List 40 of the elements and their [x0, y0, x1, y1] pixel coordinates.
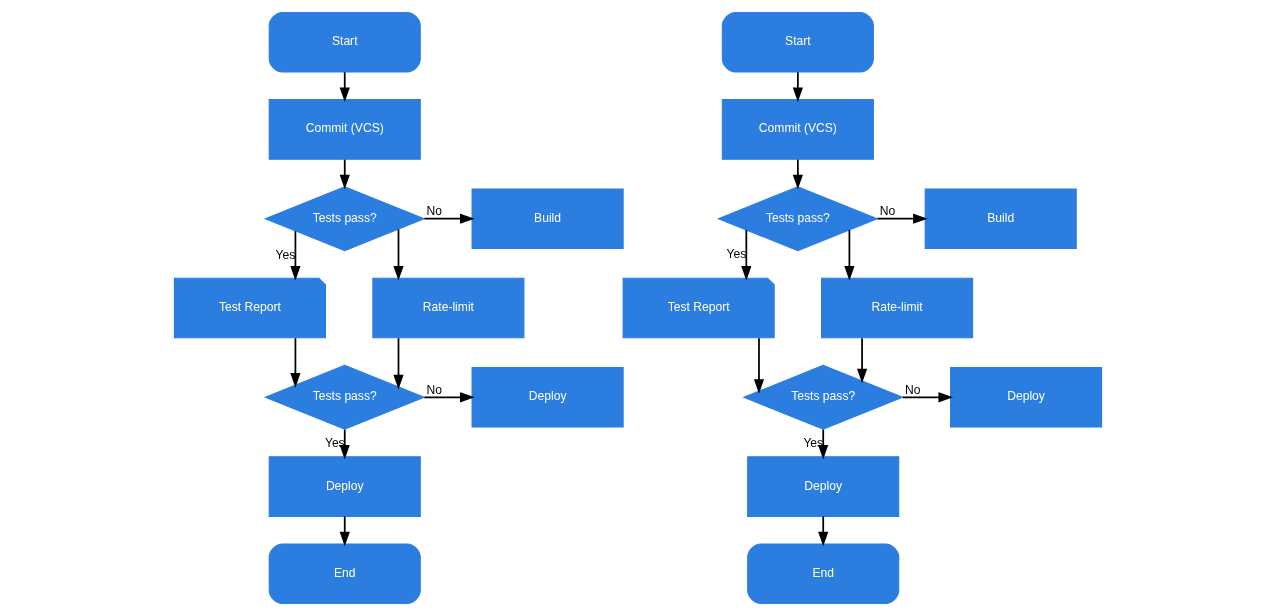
node-box: Start [721, 12, 874, 73]
node-box: Rate-limit [821, 277, 974, 339]
edge-label: No [426, 382, 443, 397]
node-diamond: Tests pass? [742, 364, 905, 430]
node-box: Deploy [747, 456, 900, 517]
edge-label: No [426, 204, 443, 219]
node-diamond: Tests pass? [263, 364, 426, 430]
arrow [423, 213, 475, 224]
node-box: Rate-limit [372, 277, 525, 339]
node-box: Deploy [268, 456, 421, 517]
node-box: Commit (VCS) [721, 99, 874, 160]
arrow [290, 337, 301, 388]
edge-label: No [905, 382, 921, 397]
arrow [290, 230, 301, 281]
node-box: Deploy [471, 366, 624, 428]
arrow [339, 515, 350, 547]
arrow [792, 71, 803, 103]
arrow [818, 515, 829, 547]
node-box: Build [471, 188, 624, 249]
node-box: Build [924, 188, 1077, 249]
arrow [901, 392, 953, 403]
arrow [856, 337, 868, 384]
arrow [741, 229, 752, 281]
arrow [818, 428, 829, 460]
arrow [423, 392, 475, 403]
arrow [792, 158, 803, 190]
arrow [339, 71, 350, 103]
arrow [393, 337, 404, 390]
node-box: Deploy [950, 366, 1103, 428]
arrow [393, 228, 404, 281]
node-box: Start [268, 12, 421, 73]
arrow [844, 229, 855, 281]
arrow [339, 158, 350, 190]
node-box: End [268, 543, 421, 604]
node-box: End [747, 543, 900, 604]
arrow [876, 213, 928, 224]
arrow [339, 428, 350, 460]
edge-label: No [879, 204, 896, 219]
node-box: Commit (VCS) [268, 99, 421, 160]
arrow [753, 337, 765, 394]
